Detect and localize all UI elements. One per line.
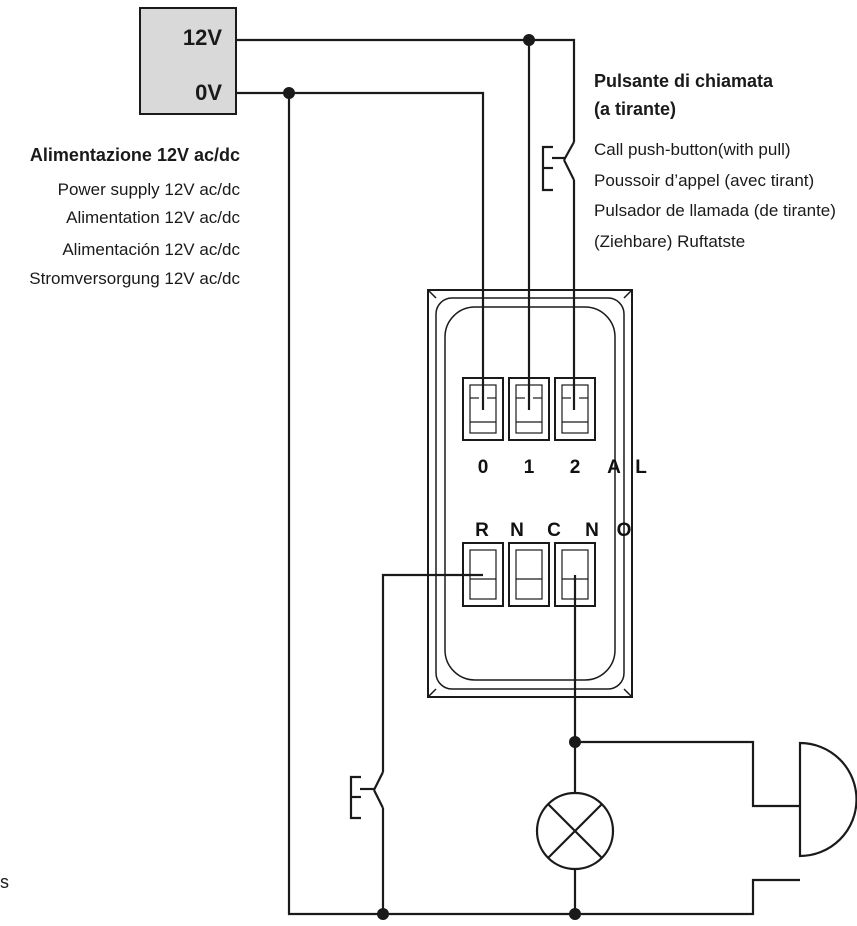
bottom-terminal-label-2: C xyxy=(547,520,561,541)
power-supply-box xyxy=(139,7,237,115)
wire-0v-to-terminal-0 xyxy=(236,91,485,410)
bottom-terminal-label-1: N xyxy=(510,520,524,541)
terminal-n xyxy=(508,542,550,607)
power-supply-es: Alimentación 12V ac/dc xyxy=(62,240,240,259)
buzzer-icon xyxy=(798,741,857,858)
terminal-0v-label: 0V xyxy=(195,80,222,105)
wire-0v-common xyxy=(287,93,800,916)
call-button-en: Call push-button(with pull) xyxy=(594,140,791,159)
junction-dot xyxy=(377,908,389,920)
terminal-12v-label: 12V xyxy=(183,25,222,50)
call-pushbutton-symbol xyxy=(541,141,575,192)
power-supply-en: Power supply 12V ac/dc xyxy=(58,180,241,199)
bottom-terminal-label-4: O xyxy=(617,520,632,541)
top-terminal-label-4: L xyxy=(635,457,647,478)
top-terminal-label-1: 1 xyxy=(524,457,535,478)
power-supply-de: Stromversorgung 12V ac/dc xyxy=(29,269,240,288)
bottom-terminal-label-0: R xyxy=(475,520,489,541)
corner-mark: s xyxy=(0,872,9,892)
call-button-title-2: (a tirante) xyxy=(594,99,676,119)
wire-12v xyxy=(236,38,576,142)
junction-dot xyxy=(569,908,581,920)
call-button-de: (Ziehbare) Ruftatste xyxy=(594,232,745,251)
wire-terminal-r xyxy=(381,573,483,772)
power-supply-fr: Alimentation 12V ac/dc xyxy=(66,208,240,227)
top-terminal-label-2: 2 xyxy=(570,457,581,478)
call-button-es: Pulsador de llamada (de tirante) xyxy=(594,201,836,220)
power-supply-title: Alimentazione 12V ac/dc xyxy=(30,145,240,165)
wires xyxy=(236,38,800,916)
junction-dots xyxy=(283,34,581,920)
junction-dot xyxy=(283,87,295,99)
junction-dot xyxy=(569,736,581,748)
lower-pushbutton-symbol xyxy=(349,771,384,820)
junction-dot xyxy=(523,34,535,46)
top-terminal-label-0: 0 xyxy=(478,457,489,478)
wire-load-to-buzzer xyxy=(575,740,800,808)
call-button-fr: Poussoir d’appel (avec tirant) xyxy=(594,171,814,190)
bottom-terminal-label-3: N xyxy=(585,520,599,541)
top-terminal-label-3: A xyxy=(607,457,621,478)
call-button-title-1: Pulsante di chiamata xyxy=(594,71,774,91)
lamp-icon xyxy=(535,791,615,871)
